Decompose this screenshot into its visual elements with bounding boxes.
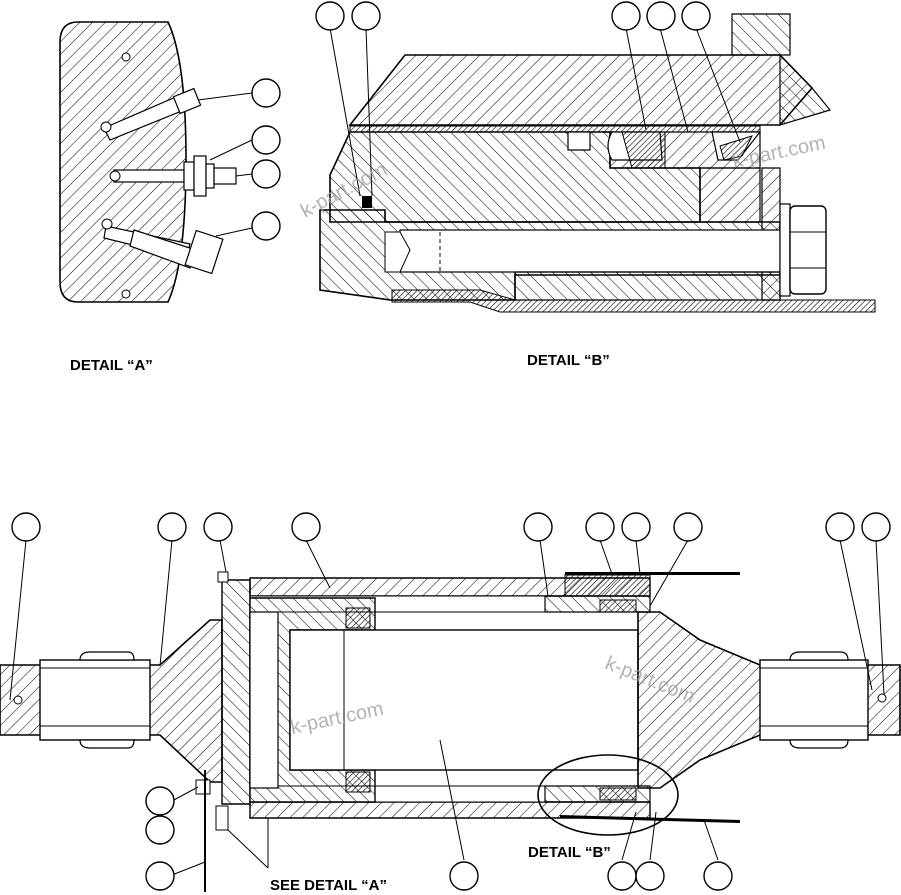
detail-b-callout-label: DETAIL “B”	[528, 844, 611, 861]
detail-a-callout-bubble	[251, 125, 281, 155]
main-callout-bubble	[621, 512, 651, 542]
main-callout-bubble	[673, 512, 703, 542]
main-callout-bubble	[145, 815, 175, 845]
main-callout-bubble	[203, 512, 233, 542]
main-callout-bubble	[825, 512, 855, 542]
main-callout-bubble	[585, 512, 615, 542]
detail-a-callout-bubble	[251, 159, 281, 189]
detail-a-view: DETAIL “A”	[59, 21, 281, 374]
detail-b-callout-bubble	[351, 1, 381, 31]
main-callout-bubble	[11, 512, 41, 542]
main-callout-bubble	[861, 512, 891, 542]
detail-b-callout-bubble	[646, 1, 676, 31]
detail-b-callout-bubble	[681, 1, 711, 31]
detail-b-caption: DETAIL “B”	[527, 352, 610, 369]
main-callout-bubble	[145, 786, 175, 816]
main-callout-bubble	[157, 512, 187, 542]
main-callout-bubble	[145, 861, 175, 891]
main-callout-bubble	[703, 861, 733, 891]
detail-b-callout-bubble	[611, 1, 641, 31]
detail-b-view: DETAIL “B”	[315, 1, 876, 369]
main-callout-bubble	[523, 512, 553, 542]
main-callout-bubble	[635, 861, 665, 891]
cylinder-assembly-view: DETAIL “B” SEE DETAIL “A”	[0, 512, 901, 894]
detail-a-callout-bubble	[251, 211, 281, 241]
detail-a-fitting-lower	[101, 218, 224, 275]
main-callout-bubble	[449, 861, 479, 891]
see-detail-a-label: SEE DETAIL “A”	[270, 877, 387, 894]
detail-b-callout-bubble	[315, 1, 345, 31]
detail-a-fitting-middle	[109, 155, 237, 197]
detail-a-fitting-upper	[100, 87, 202, 141]
main-callout-bubble	[607, 861, 637, 891]
main-callout-bubble	[291, 512, 321, 542]
detail-a-callout-bubble	[251, 78, 281, 108]
detail-a-caption: DETAIL “A”	[70, 357, 153, 374]
